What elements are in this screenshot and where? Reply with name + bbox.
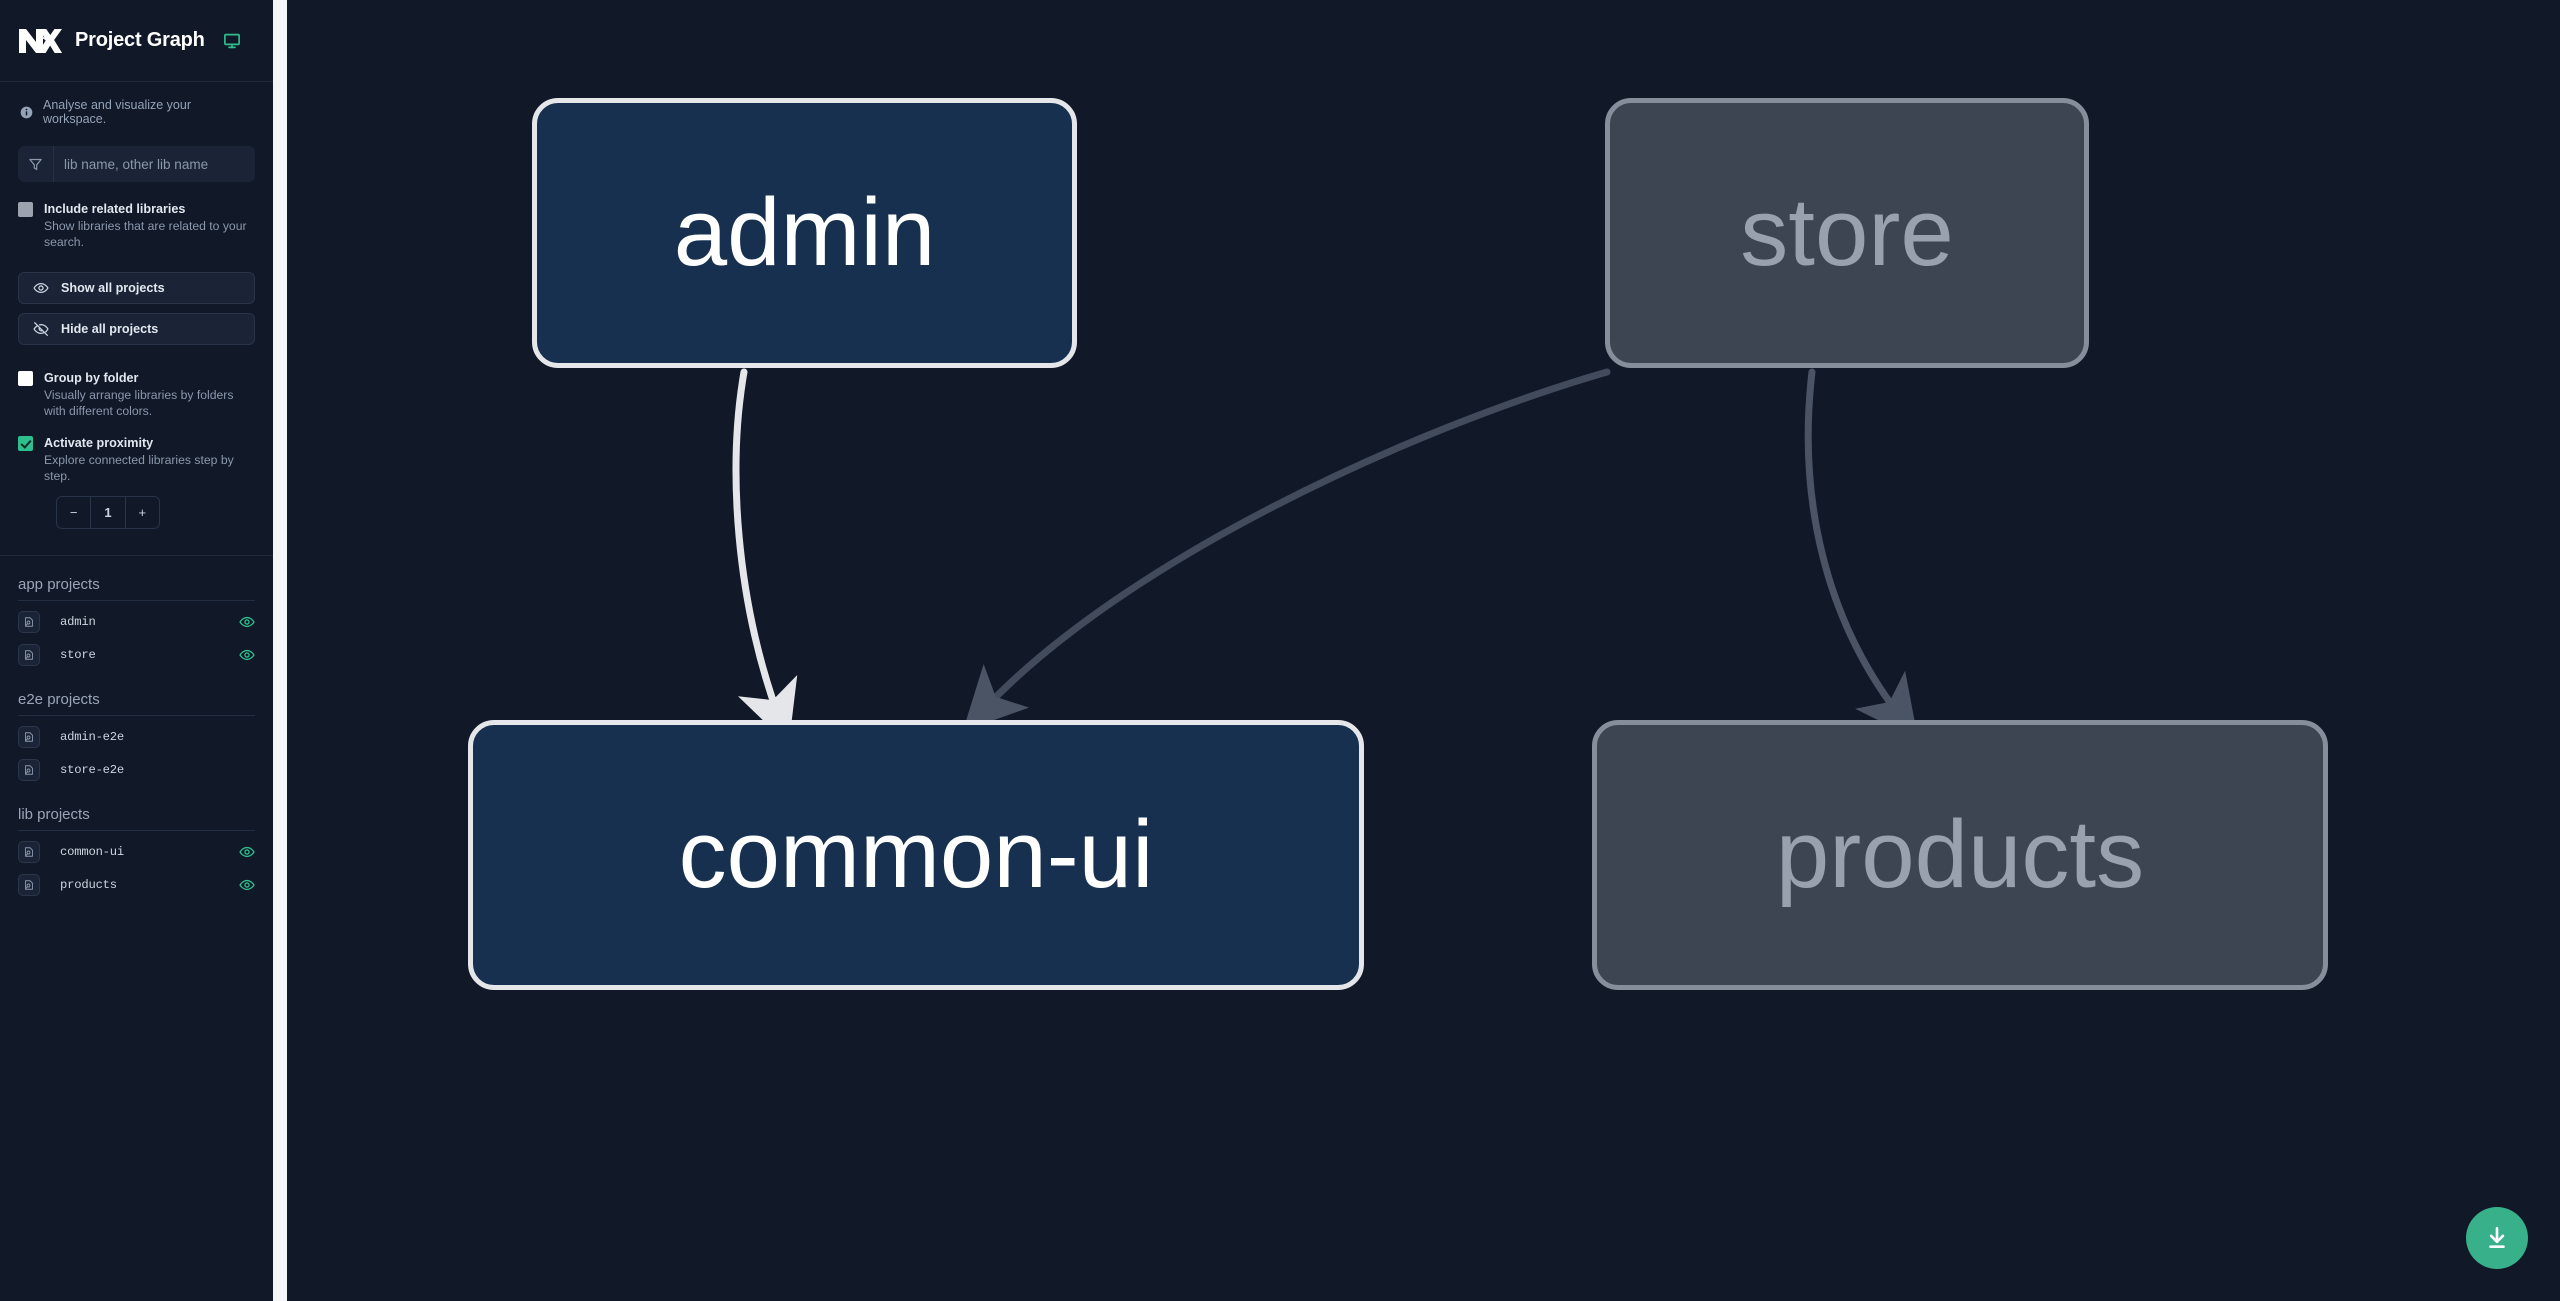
group-rule <box>18 715 255 716</box>
option-activate-proximity[interactable]: Activate proximity Explore connected lib… <box>0 434 273 484</box>
project-row-admin-e2e[interactable]: admin-e2e <box>18 720 255 753</box>
project-name: common-ui <box>60 844 125 859</box>
project-name: admin-e2e <box>60 729 125 744</box>
option-group-by-folder[interactable]: Group by folder Visually arrange librari… <box>0 369 273 419</box>
project-icon <box>18 643 40 666</box>
project-group-lib: lib projects common-ui <box>0 786 273 901</box>
project-group-app: app projects admin <box>0 556 273 671</box>
edge-store-to-products <box>1804 368 1919 740</box>
show-all-projects-button[interactable]: Show all projects <box>18 272 255 304</box>
activate-proximity-label: Activate proximity <box>44 436 154 450</box>
activate-proximity-checkbox[interactable] <box>18 436 33 451</box>
eye-icon[interactable] <box>239 877 255 893</box>
project-icon <box>18 725 40 748</box>
proximity-value: 1 <box>90 497 126 528</box>
eye-icon[interactable] <box>239 614 255 630</box>
project-icon <box>18 840 40 863</box>
hide-all-projects-label: Hide all projects <box>61 322 159 336</box>
search-bar[interactable] <box>18 146 255 182</box>
sidebar-header: Project Graph <box>0 0 273 82</box>
project-icon <box>18 873 40 896</box>
show-all-projects-label: Show all projects <box>61 281 165 295</box>
download-image-button[interactable] <box>2466 1207 2528 1269</box>
project-group-title: lib projects <box>18 806 90 823</box>
eye-icon <box>33 280 49 296</box>
graph-node-label: products <box>1775 801 2145 908</box>
project-group-title: e2e projects <box>18 691 100 708</box>
eye-icon[interactable] <box>239 844 255 860</box>
download-icon <box>2484 1225 2510 1251</box>
include-related-checkbox[interactable] <box>18 202 33 217</box>
eye-icon[interactable] <box>239 647 255 663</box>
sidebar: Project Graph Analyse and visualize your… <box>0 0 273 1301</box>
project-row-admin[interactable]: admin <box>18 605 255 638</box>
graph-node-admin[interactable]: admin <box>532 98 1077 368</box>
sidebar-scrollbar[interactable] <box>273 0 287 1301</box>
graph-edges <box>732 368 1919 745</box>
edge-admin-to-common-ui <box>732 368 798 745</box>
group-rule <box>18 600 255 601</box>
project-row-products[interactable]: products <box>18 868 255 901</box>
project-row-common-ui[interactable]: common-ui <box>18 835 255 868</box>
graph-node-store[interactable]: store <box>1605 98 2089 368</box>
project-group-e2e: e2e projects admin-e2e store-e2e <box>0 671 273 786</box>
project-row-store-e2e[interactable]: store-e2e <box>18 753 255 786</box>
project-name: products <box>60 877 117 892</box>
group-by-folder-checkbox[interactable] <box>18 371 33 386</box>
graph-node-products[interactable]: products <box>1592 720 2328 990</box>
group-by-folder-label: Group by folder <box>44 371 139 385</box>
sidebar-divider <box>0 555 273 556</box>
eye-off-icon <box>33 321 49 337</box>
include-related-description: Show libraries that are related to your … <box>44 219 247 249</box>
proximity-decrement-button[interactable]: − <box>69 505 78 520</box>
hide-all-projects-button[interactable]: Hide all projects <box>18 313 255 345</box>
funnel-icon[interactable] <box>18 146 54 182</box>
sidebar-tagline: Analyse and visualize your workspace. <box>0 82 273 138</box>
graph-node-common-ui[interactable]: common-ui <box>468 720 1364 990</box>
graph-node-label: common-ui <box>678 801 1154 908</box>
info-icon <box>20 106 33 119</box>
include-related-label: Include related libraries <box>44 202 186 216</box>
search-input[interactable] <box>54 146 255 182</box>
proximity-increment-button[interactable]: + <box>138 505 147 520</box>
project-group-title: app projects <box>18 576 100 593</box>
activate-proximity-description: Explore connected libraries step by step… <box>44 453 234 483</box>
graph-node-label: admin <box>673 179 936 286</box>
graph-node-label: store <box>1740 179 1954 286</box>
page-title: Project Graph <box>75 29 205 51</box>
group-rule <box>18 830 255 831</box>
tagline-text: Analyse and visualize your workspace. <box>43 98 191 126</box>
monitor-icon[interactable] <box>218 32 241 50</box>
option-include-related[interactable]: Include related libraries Show libraries… <box>0 200 273 250</box>
edge-store-to-common-ui <box>962 368 1611 732</box>
proximity-stepper[interactable]: − 1 + <box>56 496 160 529</box>
project-row-store[interactable]: store <box>18 638 255 671</box>
project-name: store <box>60 647 96 662</box>
project-icon <box>18 610 40 633</box>
project-icon <box>18 758 40 781</box>
group-by-folder-description: Visually arrange libraries by folders wi… <box>44 388 234 418</box>
nx-logo-icon <box>18 25 62 57</box>
project-name: store-e2e <box>60 762 125 777</box>
project-name: admin <box>60 614 96 629</box>
graph-canvas[interactable]: admin store common-ui products <box>287 0 2560 1301</box>
